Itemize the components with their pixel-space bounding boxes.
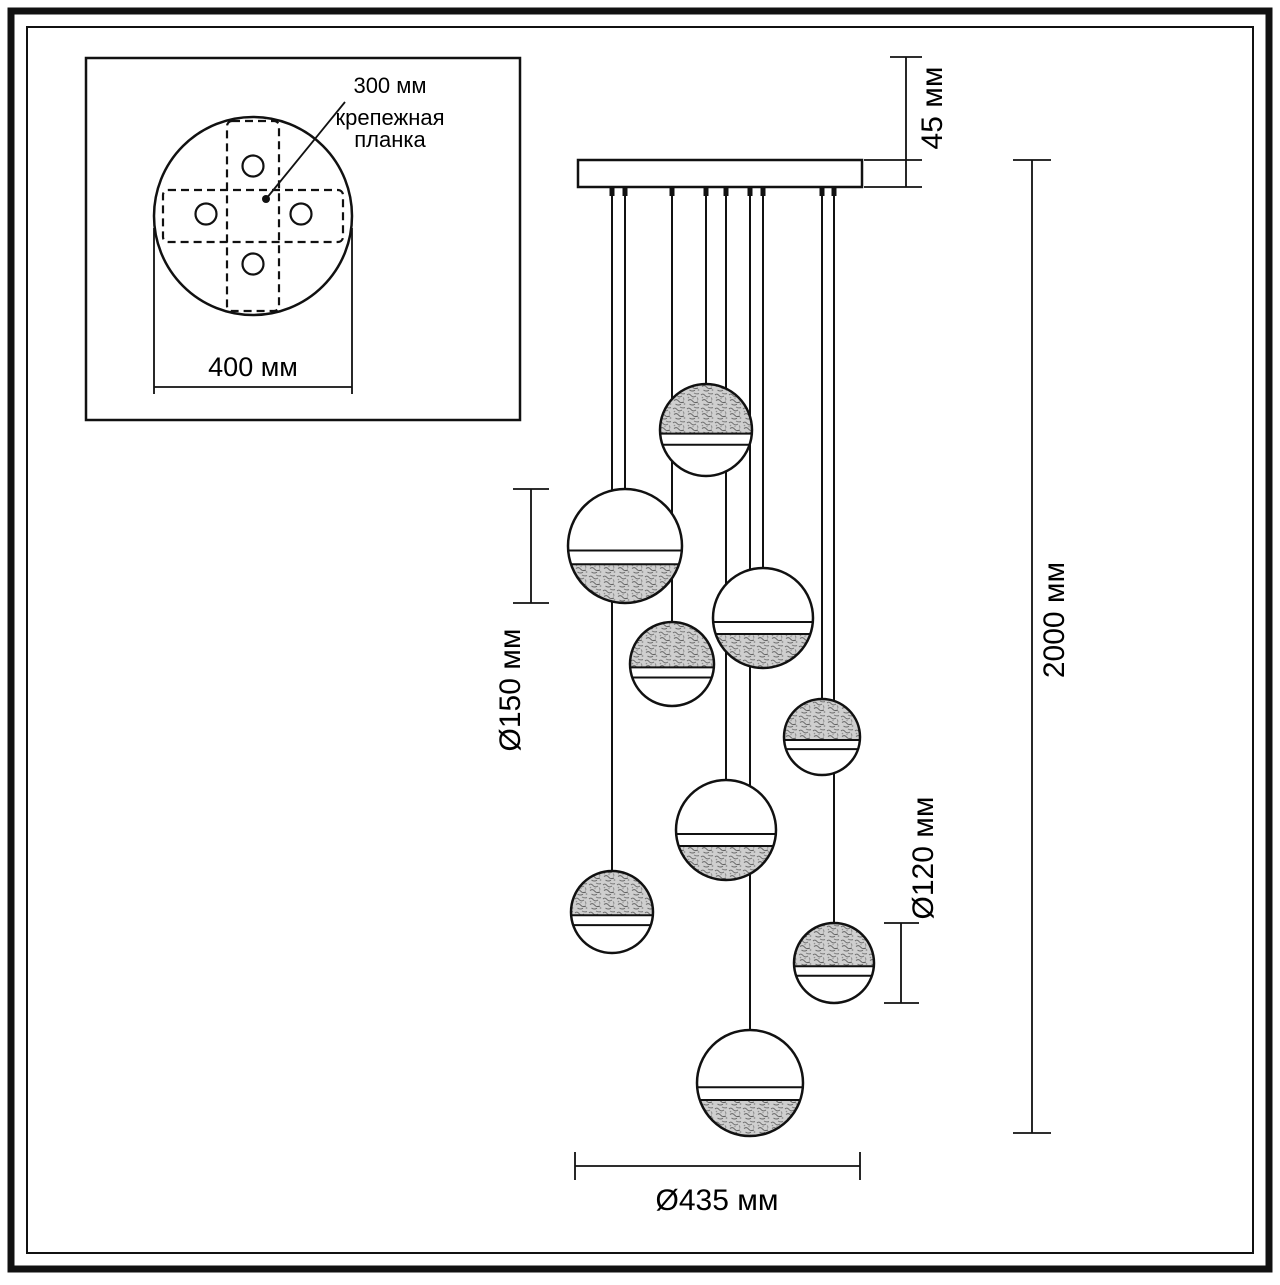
dimension-45mm: 45 мм	[864, 56, 949, 188]
mounting-hole-top	[241, 154, 265, 178]
cord-connector	[703, 186, 709, 196]
sphere-outline	[782, 697, 862, 777]
leader-line	[265, 101, 346, 200]
cord-connector	[669, 186, 675, 196]
cord-connector	[622, 186, 628, 196]
sphere-outline	[569, 869, 655, 955]
sphere-outline	[658, 382, 754, 478]
pendant-sphere	[711, 566, 815, 670]
pendant-sphere	[695, 1028, 805, 1138]
dim-label-400mm: 400 мм	[208, 352, 298, 382]
canopy-top-view-inset: 300 мм крепежная планка 400 мм	[84, 56, 522, 422]
bracket-label-line2: планка	[354, 127, 426, 152]
sphere-texture	[630, 621, 714, 668]
pendant-sphere	[569, 869, 655, 955]
pendant-sphere	[792, 921, 876, 1005]
dim-label-300mm: 300 мм	[353, 73, 426, 98]
sphere-texture	[571, 871, 653, 916]
cord-connector	[760, 186, 766, 196]
pendant-sphere	[658, 382, 754, 478]
inner-frame-border	[26, 26, 1254, 1254]
sphere-texture	[570, 564, 680, 604]
mounting-hole-right	[289, 202, 313, 226]
sphere-texture	[699, 1099, 801, 1136]
dimension-2000mm: 2000 мм	[1013, 159, 1071, 1134]
dimension-150mm: Ø150 мм	[494, 488, 549, 752]
mounting-hole-bottom	[241, 252, 265, 276]
dimension-400mm: 400 мм	[153, 228, 353, 394]
pendant-sphere	[782, 697, 862, 777]
sphere-texture	[660, 383, 752, 434]
inset-box	[84, 56, 522, 422]
pendant-sphere	[566, 487, 684, 605]
cord-connector	[831, 186, 837, 196]
canopy-circle	[152, 115, 354, 317]
sphere-outline	[711, 566, 815, 670]
sphere-outline	[566, 487, 684, 605]
sphere-outline	[674, 778, 778, 882]
sphere-texture	[783, 699, 860, 741]
sphere-texture	[678, 846, 774, 880]
sphere-texture	[793, 922, 875, 967]
spheres-layer	[566, 382, 876, 1138]
dim-label-120mm: Ø120 мм	[907, 797, 940, 920]
dim-label-435mm: Ø435 мм	[656, 1184, 779, 1217]
pendant-sphere	[674, 778, 778, 882]
cord-connector	[609, 186, 615, 196]
dimension-120mm: Ø120 мм	[884, 797, 940, 1004]
mounting-bracket-vertical	[225, 119, 281, 313]
outer-frame-border	[7, 7, 1273, 1273]
dim-label-2000mm: 2000 мм	[1038, 562, 1071, 678]
sphere-outline	[792, 921, 876, 1005]
dimension-435mm: Ø435 мм	[574, 1152, 861, 1217]
sphere-outline	[628, 620, 716, 708]
sphere-outline	[695, 1028, 805, 1138]
mounting-bracket-horizontal	[161, 188, 345, 244]
dim-label-45mm: 45 мм	[916, 67, 949, 150]
cord-connector	[723, 186, 729, 196]
pendant-sphere	[628, 620, 716, 708]
ceiling-plate	[576, 158, 864, 189]
dim-label-150mm: Ø150 мм	[494, 629, 527, 752]
sphere-texture	[715, 634, 811, 668]
cord-connector	[747, 186, 753, 196]
cord-connector	[819, 186, 825, 196]
mounting-hole-left	[194, 202, 218, 226]
bracket-label-line1: крепежная	[335, 105, 444, 130]
